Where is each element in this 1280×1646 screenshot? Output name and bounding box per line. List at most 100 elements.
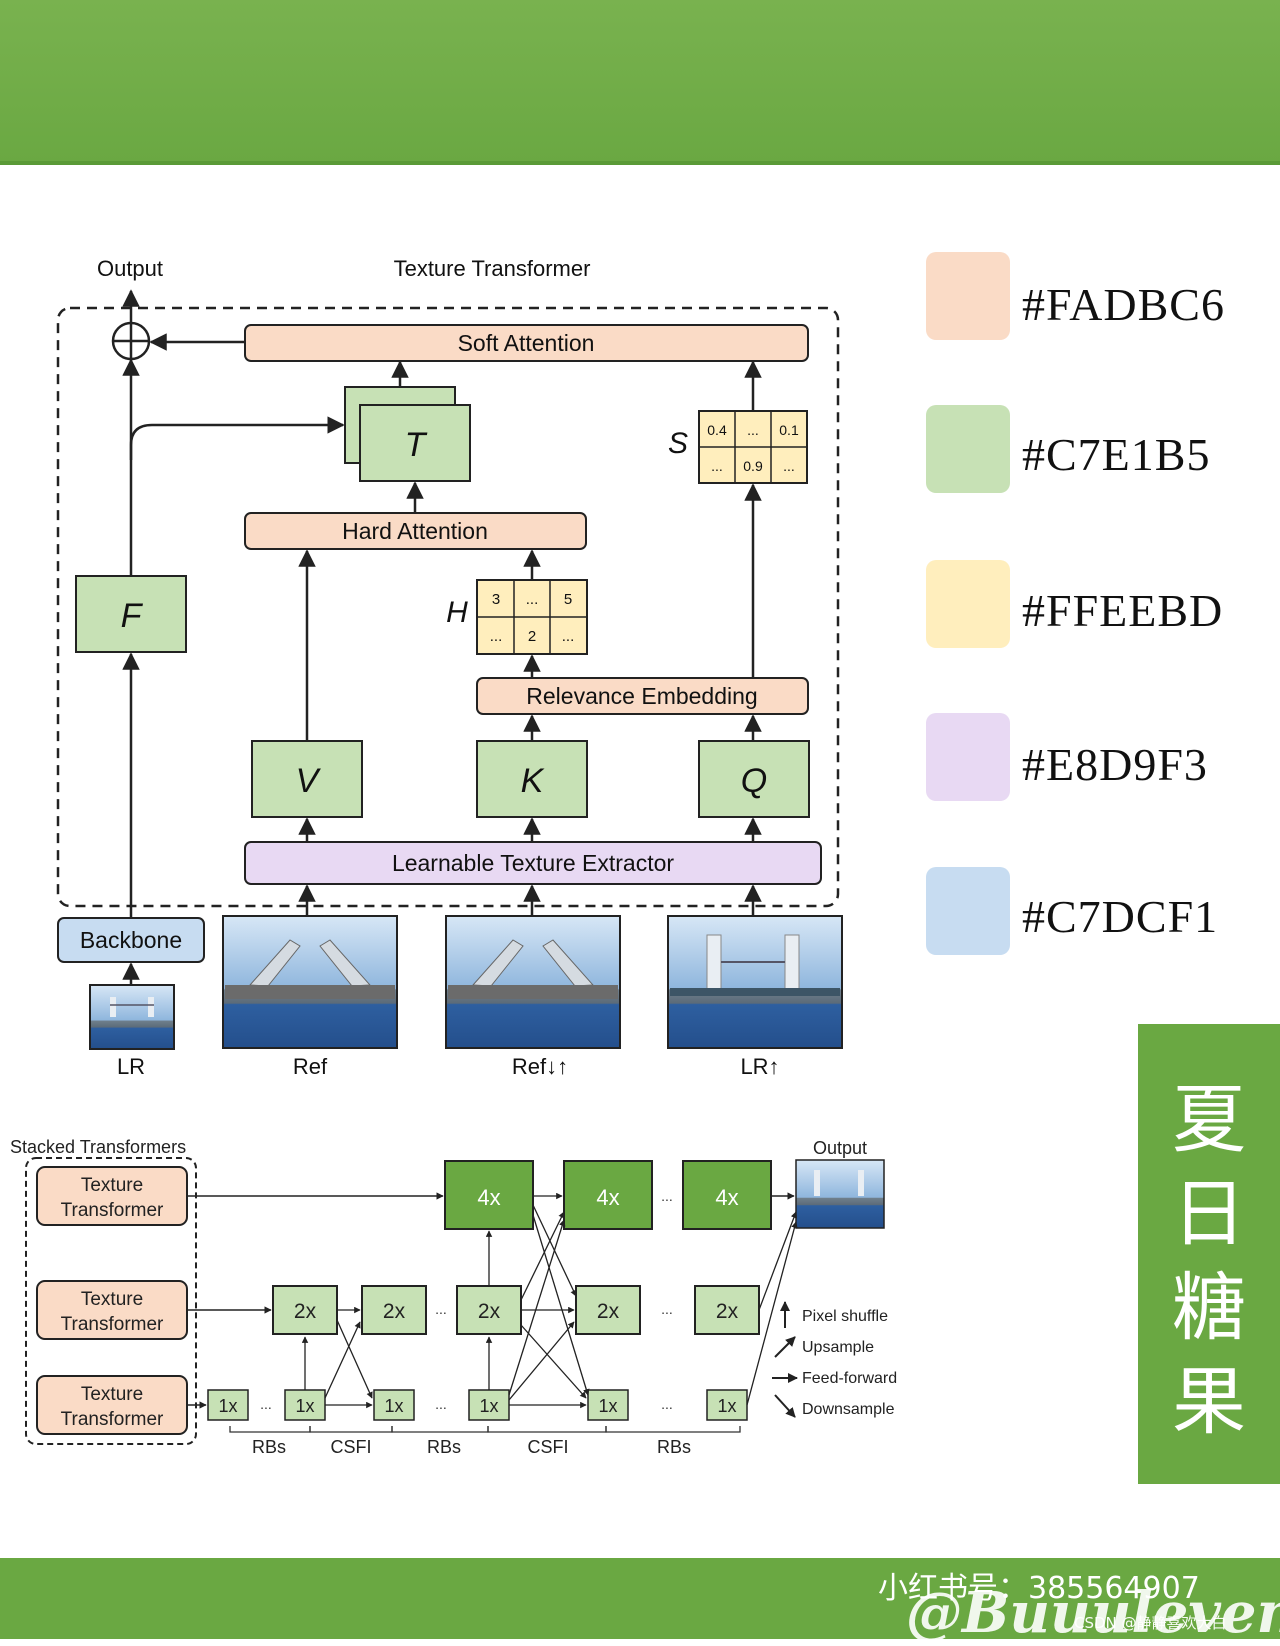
s-cell: 0.1 [779, 422, 799, 438]
q-block [698, 740, 810, 818]
ellipsis: ... [661, 1396, 673, 1412]
h-cell: 5 [564, 591, 572, 608]
color-swatch-green [926, 405, 1010, 493]
t-label: T [405, 426, 428, 464]
scale-2x-label: 2x [478, 1300, 501, 1323]
color-swatch-blue [926, 867, 1010, 955]
side-title-panel: 夏 日 糖 果 [1138, 1024, 1280, 1484]
input-label-ref-down-up: Ref↓↑ [512, 1054, 568, 1079]
color-hex-label: #E8D9F3 [1022, 739, 1208, 790]
color-swatch-lavender [926, 713, 1010, 801]
backbone-label: Backbone [80, 927, 182, 953]
input-label-ref: Ref [293, 1054, 328, 1079]
legend-pixel-shuffle: Pixel shuffle [802, 1308, 888, 1325]
soft-attention-label: Soft Attention [458, 330, 595, 356]
scale-1x-block [587, 1389, 629, 1421]
scale-2x-block [694, 1285, 760, 1335]
side-title-char: 果 [1172, 1359, 1246, 1445]
csfi-connections [301, 1192, 798, 1409]
scale-4x-block [444, 1160, 534, 1230]
author-signature: @Buuuleven. [906, 1580, 1280, 1646]
v-label: V [296, 762, 322, 800]
csdn-watermark: CSDN @静静喜欢大白 [1074, 1614, 1227, 1632]
svg-text:Transformer: Transformer [61, 1200, 164, 1221]
scale-2x-block [361, 1285, 427, 1335]
t-block [359, 404, 471, 482]
scale-1x-label: 1x [717, 1396, 736, 1416]
ellipsis: ... [435, 1301, 447, 1317]
stacked-output-image [795, 1159, 885, 1229]
bottom-label: CSFI [527, 1437, 568, 1457]
h-cell: ... [562, 628, 575, 645]
top-banner [0, 0, 1280, 165]
svg-text:Transformer: Transformer [61, 1314, 164, 1335]
stacked-transformers-boundary [25, 1157, 197, 1445]
stacked-output-label: Output [813, 1138, 867, 1158]
downsample-legend-icon [774, 1394, 796, 1418]
relevance-embedding-label: Relevance Embedding [526, 683, 757, 709]
bottom-brackets [229, 1426, 741, 1433]
lr-input-image [89, 984, 175, 1050]
scale-2x-block [456, 1285, 522, 1335]
scale-1x-label: 1x [295, 1396, 314, 1416]
svg-text:Texture: Texture [81, 1289, 143, 1310]
v-block [251, 740, 363, 818]
bottom-label: RBs [427, 1437, 461, 1457]
input-label-lr-up: LR↑ [740, 1054, 779, 1079]
s-similarity-grid [698, 410, 808, 484]
color-hex-label: #C7DCF1 [1022, 891, 1219, 942]
lr-up-input-image [667, 915, 843, 1049]
color-swatch-peach [926, 252, 1010, 340]
bottom-label: CSFI [330, 1437, 371, 1457]
scale-4x-label: 4x [715, 1185, 738, 1210]
f-block [75, 575, 187, 653]
legend-downsample: Downsample [802, 1401, 895, 1418]
h-cell: 2 [528, 628, 536, 645]
scale-2x-block [575, 1285, 641, 1335]
bottom-label: RBs [657, 1437, 691, 1457]
ellipsis: ... [435, 1396, 447, 1412]
ref-down-up-input-image [445, 915, 621, 1049]
side-title-char: 日 [1172, 1171, 1246, 1257]
sum-node-icon [111, 321, 151, 361]
hard-attention-label: Hard Attention [342, 518, 488, 544]
upsample-legend-icon [774, 1336, 796, 1358]
texture-transformer-block: Texture Transformer [36, 1166, 188, 1226]
color-hex-label: #C7E1B5 [1022, 429, 1211, 480]
learnable-texture-extractor-label: Learnable Texture Extractor [392, 850, 674, 876]
s-cell: ... [783, 458, 795, 474]
scale-1x-label: 1x [218, 1396, 237, 1416]
scale-4x-label: 4x [477, 1185, 500, 1210]
scale-2x-label: 2x [597, 1300, 620, 1323]
stacked-transformers-title: Stacked Transformers [10, 1137, 186, 1157]
ellipsis: ... [661, 1188, 673, 1204]
scale-1x-block [207, 1389, 249, 1421]
s-cell: ... [747, 422, 759, 438]
scale-1x-label: 1x [598, 1396, 617, 1416]
input-label-lr: LR [117, 1054, 145, 1079]
scale-4x-block [563, 1160, 653, 1230]
ref-input-image [222, 915, 398, 1049]
color-hex-label: #FFEEBD [1022, 585, 1224, 636]
scale-1x-block [373, 1389, 415, 1421]
svg-text:Texture: Texture [81, 1175, 143, 1196]
svg-text:Transformer: Transformer [61, 1409, 164, 1430]
scale-4x-label: 4x [596, 1185, 619, 1210]
side-title-char: 糖 [1172, 1265, 1246, 1351]
s-cell: 0.9 [743, 458, 763, 474]
legend-feed-forward: Feed-forward [802, 1370, 897, 1387]
color-swatch-yellow [926, 560, 1010, 648]
texture-transformer-block: Texture Transformer [36, 1375, 188, 1435]
xiaohongshu-handle: 小红书号：385564907 [878, 1571, 1200, 1606]
ellipsis: ... [260, 1396, 272, 1412]
scale-2x-label: 2x [383, 1300, 406, 1323]
bottom-banner [0, 1558, 1280, 1639]
relevance-embedding-block [476, 677, 809, 715]
s-cell: ... [711, 458, 723, 474]
k-label: K [521, 762, 545, 800]
legend-upsample: Upsample [802, 1339, 874, 1356]
scale-2x-block [272, 1285, 338, 1335]
h-cell: ... [490, 628, 503, 645]
h-cell: ... [526, 591, 539, 608]
